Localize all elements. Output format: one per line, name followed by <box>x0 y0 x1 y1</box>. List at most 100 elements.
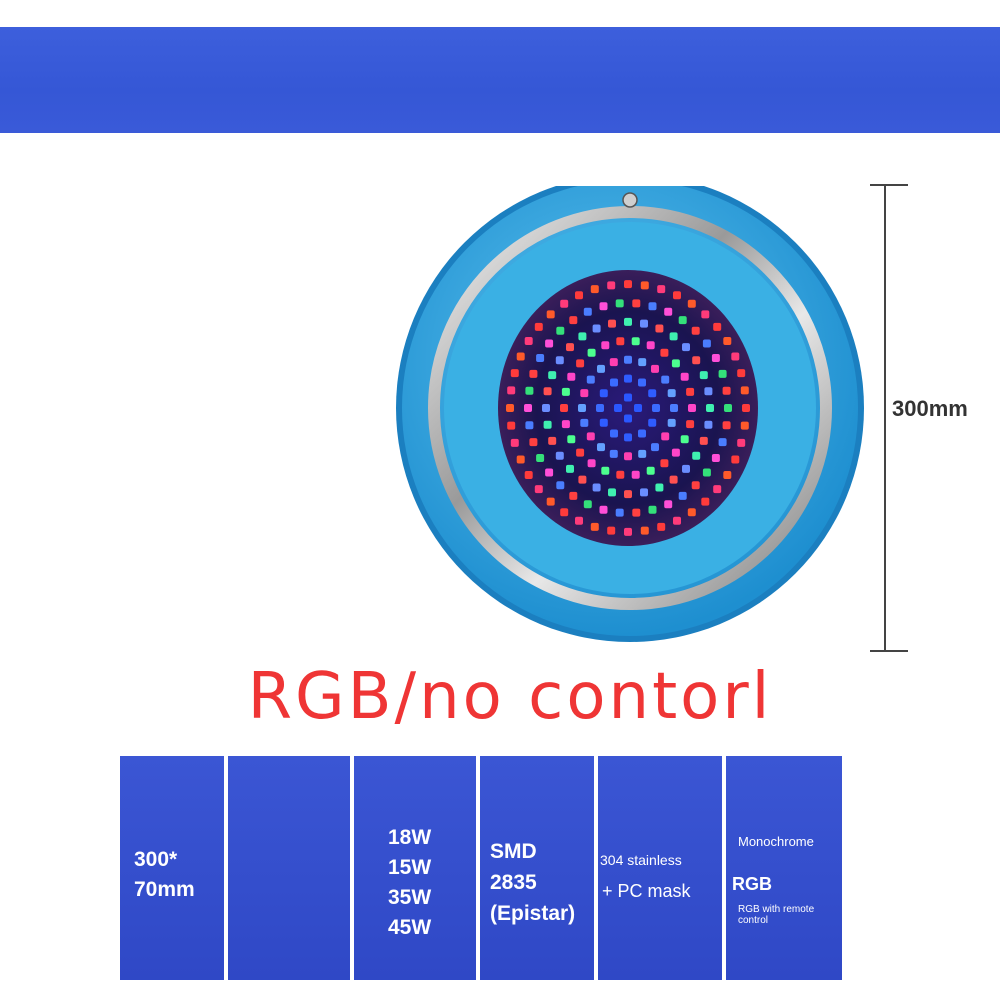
led-lens <box>498 270 758 546</box>
led-dot <box>631 470 640 479</box>
spec-blank-cell <box>228 756 350 980</box>
led-dot <box>667 389 676 398</box>
led-dot <box>646 466 655 475</box>
led-dot <box>704 387 713 396</box>
led-dot <box>678 316 687 325</box>
led-dot <box>657 522 666 531</box>
led-dot <box>624 317 632 326</box>
led-dot <box>624 280 632 289</box>
led-dot <box>699 436 708 445</box>
led-dot <box>587 348 596 357</box>
led-dot <box>524 404 532 412</box>
led-dot <box>682 464 690 473</box>
dimension-label: 300mm <box>892 396 968 421</box>
led-dot <box>560 299 569 308</box>
led-dot <box>648 302 657 311</box>
led-dot <box>543 420 552 429</box>
led-dot <box>566 464 574 473</box>
led-dot <box>722 386 731 395</box>
top-banner <box>0 27 1000 133</box>
led-dot <box>616 337 625 346</box>
led-dot <box>671 448 680 457</box>
led-dot <box>682 343 690 352</box>
led-dot <box>609 449 618 458</box>
led-dot <box>687 299 696 308</box>
led-dot <box>624 527 632 536</box>
led-dot <box>578 332 587 341</box>
led-dot <box>608 488 616 497</box>
led-dot <box>655 324 664 333</box>
led-dot <box>646 341 655 350</box>
led-dot <box>592 483 601 492</box>
led-dot <box>609 358 618 367</box>
led-dot <box>534 485 543 494</box>
led-dot <box>599 302 608 311</box>
spec-power-3: 35W <box>388 886 432 909</box>
led-dot <box>555 356 564 365</box>
led-dot <box>583 307 592 316</box>
led-dot <box>702 468 711 477</box>
led-dot <box>706 404 714 412</box>
led-dot <box>686 387 695 396</box>
led-dot <box>692 356 701 365</box>
led-dot <box>648 418 657 427</box>
led-dot <box>686 420 695 429</box>
led-dot <box>561 420 570 429</box>
led-dot <box>713 322 722 331</box>
led-dot <box>640 526 649 535</box>
led-dot <box>723 471 732 479</box>
led-dot <box>701 310 710 319</box>
led-dot <box>555 451 564 460</box>
led-dot <box>648 505 657 514</box>
led-dot <box>590 522 599 531</box>
led-dot <box>575 291 583 300</box>
led-dot <box>624 393 632 402</box>
led-dot <box>718 369 727 378</box>
led-dot <box>567 435 576 444</box>
led-dot <box>561 387 570 396</box>
led-dot <box>711 354 720 362</box>
led-dot <box>545 468 554 477</box>
led-dot <box>578 475 587 484</box>
led-dot <box>524 337 533 345</box>
led-dot <box>740 421 749 430</box>
spec-color-cell: Monochrome RGB RGB with remote control <box>726 756 842 980</box>
led-dot <box>742 404 750 412</box>
led-dot <box>673 516 681 525</box>
led-dot <box>507 386 516 395</box>
led-dot <box>670 404 678 412</box>
led-dot <box>599 505 608 514</box>
led-dot <box>543 387 552 396</box>
dimension-cap-top <box>870 184 908 186</box>
led-dot <box>575 516 583 525</box>
led-dot <box>507 421 516 430</box>
led-dot <box>534 322 543 331</box>
led-dot <box>723 337 732 345</box>
led-dot <box>567 372 576 381</box>
led-dot <box>640 488 648 497</box>
led-dot <box>722 421 731 430</box>
led-dot <box>680 435 689 444</box>
spec-color-rgb: RGB <box>732 874 772 894</box>
spec-size-cell: 300* 70mm <box>120 756 224 980</box>
led-dot <box>580 389 589 398</box>
led-dot <box>546 310 555 319</box>
led-dot <box>661 432 670 441</box>
led-dot <box>615 508 624 517</box>
led-dot <box>569 316 578 325</box>
led-dot <box>631 337 640 346</box>
led-dot <box>624 433 632 442</box>
led-dot <box>687 508 696 517</box>
pool-lamp-graphic <box>396 174 864 642</box>
led-dot <box>660 348 669 357</box>
led-dot <box>737 369 746 378</box>
led-dot <box>692 451 701 460</box>
led-dot <box>638 358 647 367</box>
led-dot <box>651 443 659 452</box>
led-dot <box>616 470 625 479</box>
spec-chip-line1: SMD <box>490 840 537 863</box>
led-dot <box>669 475 678 484</box>
led-dot <box>601 341 610 350</box>
spec-power-4: 45W <box>388 916 432 939</box>
led-dot <box>673 291 681 300</box>
